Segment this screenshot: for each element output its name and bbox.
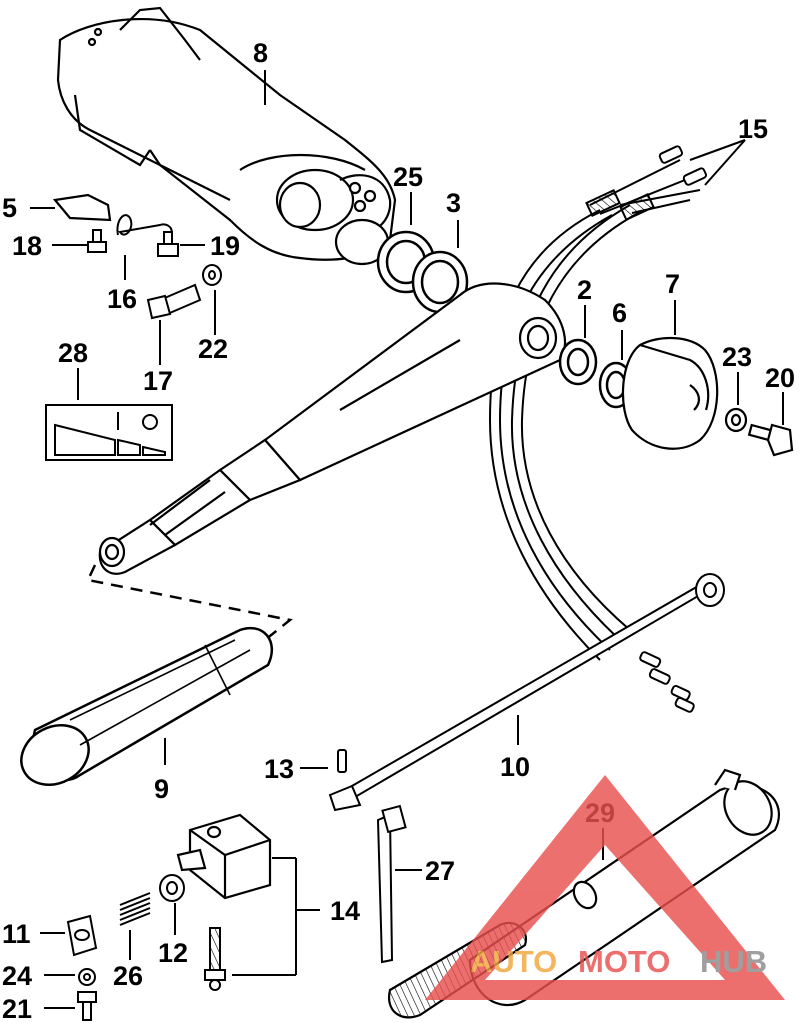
label-9: 9 — [154, 774, 169, 804]
washer-23 — [724, 407, 748, 433]
cable-tie-27 — [376, 804, 407, 964]
bushing-2 — [558, 338, 598, 386]
lockwasher-24 — [78, 968, 96, 986]
label-25: 25 — [393, 162, 423, 192]
cover-7 — [621, 336, 719, 450]
label-11: 11 — [2, 919, 31, 949]
label-16: 16 — [107, 284, 137, 314]
watermark-moto: MOTO — [578, 944, 670, 979]
label-15: 15 — [738, 114, 768, 144]
label-12: 12 — [158, 938, 188, 968]
label-21: 21 — [2, 994, 32, 1023]
tiller-arm — [98, 282, 567, 575]
label-24: 24 — [2, 961, 32, 991]
spring-26 — [119, 892, 151, 926]
screw-21 — [77, 991, 97, 1021]
label-28: 28 — [58, 338, 88, 368]
watermark-hub: HUB — [700, 944, 767, 979]
bolt-17 — [146, 283, 202, 320]
label-7: 7 — [665, 269, 680, 299]
plate-5 — [52, 193, 112, 222]
spring-16 — [116, 214, 173, 236]
watermark-auto: AUTO — [470, 944, 557, 979]
label-2: 2 — [577, 275, 592, 305]
label-6: 6 — [612, 298, 627, 328]
label-27: 27 — [425, 856, 455, 886]
bolt-14 — [204, 927, 226, 991]
upper-housing-8 — [56, 6, 397, 266]
rod-10 — [328, 573, 725, 812]
washer-3 — [411, 250, 469, 314]
dashed-leader — [86, 564, 293, 641]
bolt-20 — [747, 423, 794, 457]
label-22: 22 — [198, 334, 228, 364]
label-14: 14 — [330, 896, 360, 926]
grip-9 — [20, 627, 274, 786]
automotohub-watermark: AUTO MOTO HUB — [425, 775, 785, 1000]
label-3: 3 — [446, 188, 461, 218]
screw-18 — [87, 229, 107, 253]
decal-28 — [45, 404, 173, 461]
label-13: 13 — [264, 754, 294, 784]
label-18: 18 — [12, 231, 42, 261]
cable-ends-15 — [639, 145, 708, 713]
label-23: 23 — [722, 342, 752, 372]
bushing-12 — [159, 874, 185, 902]
label-19: 19 — [210, 231, 240, 261]
label-10: 10 — [500, 752, 530, 782]
label-5: 5 — [2, 193, 17, 223]
watermark-triangle — [425, 775, 785, 1000]
label-8: 8 — [253, 38, 268, 68]
label-20: 20 — [765, 363, 795, 393]
cable-connectors — [585, 188, 655, 222]
pin-13 — [337, 749, 347, 773]
block-14 — [176, 813, 272, 900]
label-17: 17 — [143, 366, 173, 396]
washer-22 — [202, 264, 222, 286]
leader-lines — [30, 70, 784, 1009]
label-26: 26 — [113, 961, 143, 991]
cap-11 — [66, 914, 98, 957]
screw-19 — [157, 231, 179, 257]
